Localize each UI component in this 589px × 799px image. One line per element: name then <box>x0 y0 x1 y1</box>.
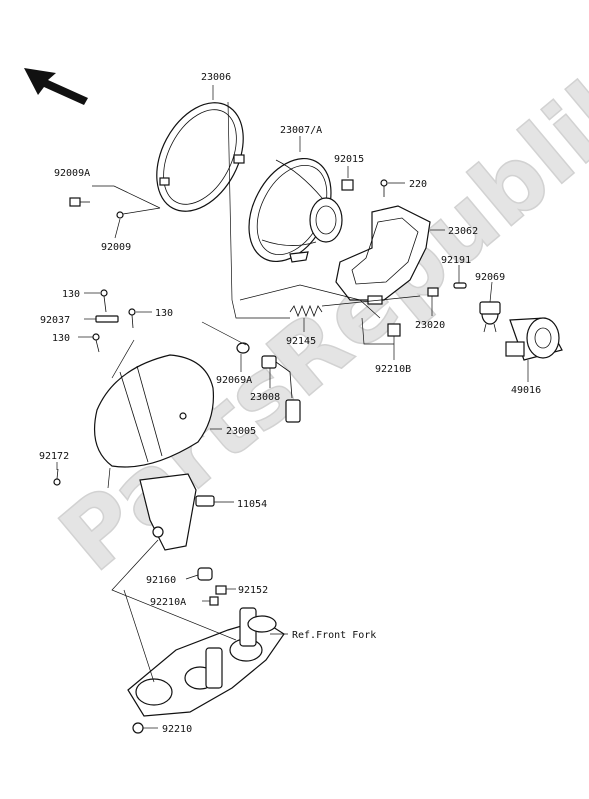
bracket-11054-part <box>139 473 215 551</box>
callout-92009: 92009 <box>101 242 131 253</box>
callout-92160: 92160 <box>146 575 176 586</box>
screw-92009-part <box>116 207 161 219</box>
callout-92210B: 92210B <box>375 364 411 375</box>
screw-130-upper-part <box>100 289 108 313</box>
bulb-92069-part <box>479 301 501 333</box>
screw-220-part <box>380 179 388 197</box>
direction-arrow-icon <box>24 68 88 105</box>
callout-23062: 23062 <box>448 226 478 237</box>
bolt-92152-part <box>215 585 227 595</box>
pin-92191-part <box>453 282 467 289</box>
callout-92152: 92152 <box>238 585 268 596</box>
nut-92210-part <box>132 722 144 734</box>
callout-92037: 92037 <box>40 315 70 326</box>
callout-130-upper: 130 <box>62 289 80 300</box>
callout-ref-front-fork: Ref.Front Fork <box>292 630 376 641</box>
plate-92037-part <box>95 315 119 323</box>
callout-23005: 23005 <box>226 426 256 437</box>
headlight-rim-part <box>156 102 245 212</box>
leader-lines <box>56 85 529 729</box>
headlight-unit-part <box>248 157 343 263</box>
callout-23007A: 23007/A <box>280 125 322 136</box>
screw-130-right-part <box>128 308 136 329</box>
callout-labels: 23006 23007/A 92015 220 23062 92009A 920… <box>39 72 541 735</box>
bulb-92069A-part <box>236 342 250 354</box>
rubber-cover-49016-part <box>505 317 563 361</box>
callout-92145: 92145 <box>286 336 316 347</box>
callout-11054: 11054 <box>237 499 267 510</box>
clip-23020-part <box>427 287 439 297</box>
headlight-housing-23005-part <box>94 354 215 468</box>
nut-92015-part <box>341 179 354 191</box>
bolt-92009A-part <box>69 197 90 207</box>
spring-92145-part <box>289 304 323 318</box>
nut-92210A-part <box>209 596 219 606</box>
front-fork-clamp-part <box>127 607 285 717</box>
callout-220: 220 <box>409 179 427 190</box>
callout-92015: 92015 <box>334 154 364 165</box>
callout-92172: 92172 <box>39 451 69 462</box>
callout-92009A: 92009A <box>54 168 90 179</box>
socket-23008-part <box>261 355 301 423</box>
nut-92210B-part <box>387 323 401 337</box>
callout-49016: 49016 <box>511 385 541 396</box>
callout-92210A: 92210A <box>150 597 186 608</box>
grommet-92160-part <box>197 567 213 581</box>
callout-92069: 92069 <box>475 272 505 283</box>
callout-92191: 92191 <box>441 255 471 266</box>
callout-130-right: 130 <box>155 308 173 319</box>
callout-23008: 23008 <box>250 392 280 403</box>
callout-23006: 23006 <box>201 72 231 83</box>
screw-92172-part <box>53 468 61 486</box>
screw-130-lower-part <box>92 333 100 353</box>
callout-23020: 23020 <box>415 320 445 331</box>
callout-92069A: 92069A <box>216 375 252 386</box>
callout-92210: 92210 <box>162 724 192 735</box>
callout-130-lower: 130 <box>52 333 70 344</box>
